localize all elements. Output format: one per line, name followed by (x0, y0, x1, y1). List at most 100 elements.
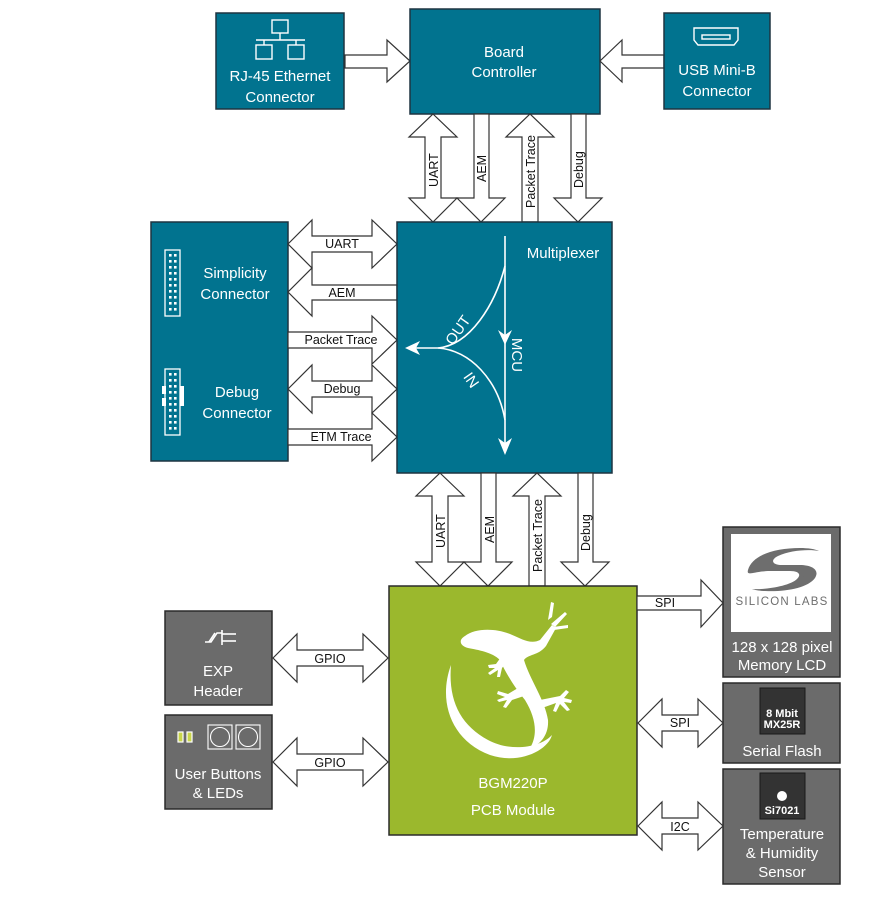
multiplexer-title: Multiplexer (527, 245, 600, 262)
header-pin (169, 296, 172, 299)
header-pin (169, 284, 172, 287)
user-buttons-label-line1: User Buttons (175, 766, 262, 783)
multiplexer-block: Multiplexer OUT IN MCU (396, 221, 613, 474)
conn-mux-etm-trace-label: ETM Trace (310, 430, 371, 444)
flash-chip-line2: MX25R (764, 719, 801, 731)
arrow-conn-mux-packet-trace (287, 314, 398, 366)
module-exp-gpio-label: GPIO (314, 652, 346, 666)
mux-mcu-label: MCU (508, 338, 525, 372)
header-pin (169, 391, 172, 394)
header-pin (174, 284, 177, 287)
simplicity-label-line2: Connector (200, 286, 269, 303)
header-pin (174, 415, 177, 418)
module-buttons-gpio-label: GPIO (314, 756, 346, 770)
sensor-label-line3: Sensor (758, 864, 806, 881)
arrow-rj45-to-board-controller (344, 38, 411, 84)
arrow-conn-mux-aem (287, 266, 398, 318)
module-label-line1: BGM220P (478, 775, 547, 792)
rj45-label-line1: RJ-45 Ethernet (230, 68, 332, 85)
exp-header-block: EXP Header (164, 610, 273, 706)
conn-mux-uart-label: UART (325, 237, 359, 251)
sensor-chip-label: Si7021 (765, 805, 800, 817)
header-pin (169, 385, 172, 388)
header-pin (169, 427, 172, 430)
arrow-module-lcd-spi (636, 578, 724, 629)
silicon-labs-logo-text: SILICON LABS (735, 596, 828, 608)
header-pin (169, 290, 172, 293)
header-pin (169, 254, 172, 257)
header-pin (169, 272, 172, 275)
debug-connector-label-line1: Debug (215, 384, 259, 401)
header-pin (169, 302, 172, 305)
arrow-conn-mux-etm-trace (287, 411, 398, 463)
header-pin (169, 421, 172, 424)
arrow-bc-mux-packet-trace (504, 113, 556, 223)
arrow-bc-mux-aem (455, 113, 507, 223)
module-lcd-spi-label: SPI (655, 596, 675, 610)
lcd-label-line1: 128 x 128 pixel (732, 639, 833, 656)
ethernet-network-icon (255, 19, 305, 60)
mx25r-chip (759, 687, 806, 735)
arrow-module-exp-gpio (272, 632, 389, 684)
rj45-ethernet-block: RJ-45 Ethernet Connector (215, 12, 345, 110)
temp-humidity-sensor-block: Si7021 Temperature & Humidity Sensor (722, 768, 841, 885)
user-buttons-leds-block: User Buttons & LEDs (164, 714, 273, 810)
header-pin (174, 260, 177, 263)
mux-in-arrowhead (498, 438, 512, 455)
header-pin (174, 391, 177, 394)
exp-header-label-line2: Header (193, 683, 242, 700)
serial-flash-block: 8 Mbit MX25R Serial Flash (722, 682, 841, 764)
board-controller-block: Board Controller (409, 8, 601, 115)
sensor-label-line1: Temperature (740, 826, 824, 843)
lcd-label-line2: Memory LCD (738, 657, 827, 674)
header-pin (169, 415, 172, 418)
bc-mux-debug-label: Debug (572, 151, 586, 188)
conn-mux-packet-trace-label: Packet Trace (305, 333, 378, 347)
sensor-aperture-icon (777, 791, 787, 801)
mux-module-packet-trace-label: Packet Trace (531, 499, 545, 572)
header-pin (174, 427, 177, 430)
lcd-screen (731, 534, 831, 632)
flash-label: Serial Flash (742, 743, 821, 760)
header-pin (174, 403, 177, 406)
usb-mini-b-icon (693, 27, 739, 46)
header-pin (169, 308, 172, 311)
board-controller-label-line2: Controller (471, 64, 536, 81)
header-pin (174, 373, 177, 376)
keyed-pin-header-icon (162, 368, 184, 436)
arrow-module-buttons-gpio (272, 736, 389, 788)
header-pin (169, 266, 172, 269)
header-pin (174, 397, 177, 400)
pin-header-icon (164, 249, 181, 317)
header-pin (169, 403, 172, 406)
mux-module-debug-label: Debug (579, 514, 593, 551)
arrow-mux-module-debug (559, 472, 611, 587)
arrow-mux-module-aem (462, 472, 514, 587)
usb-label-line1: USB Mini-B (678, 62, 756, 79)
header-pin (174, 266, 177, 269)
header-pin (169, 397, 172, 400)
header-pin (174, 421, 177, 424)
connectors-block: Simplicity Connector Debug Connector (150, 221, 289, 462)
mux-module-aem-label: AEM (483, 516, 497, 543)
bgm220p-module-block: BGM220P PCB Module (388, 585, 638, 836)
header-pin (169, 373, 172, 376)
module-label-line2: PCB Module (471, 802, 555, 819)
arrow-usb-to-board-controller (599, 38, 665, 84)
header-pin (174, 385, 177, 388)
header-pin (169, 260, 172, 263)
silicon-labs-logo-icon (747, 548, 819, 592)
bc-mux-uart-label: UART (427, 153, 441, 187)
header-pin (169, 409, 172, 412)
usb-mini-b-block: USB Mini-B Connector (663, 12, 771, 110)
arrow-module-flash-spi (637, 697, 724, 749)
board-controller-label-line1: Board (484, 44, 524, 61)
flash-chip-line1: 8 Mbit (766, 708, 798, 720)
header-pin (174, 379, 177, 382)
header-pin (174, 254, 177, 257)
header-pin (174, 290, 177, 293)
header-pin (174, 409, 177, 412)
exp-header-label-line1: EXP (203, 663, 233, 680)
arrow-bc-mux-debug (552, 113, 604, 223)
